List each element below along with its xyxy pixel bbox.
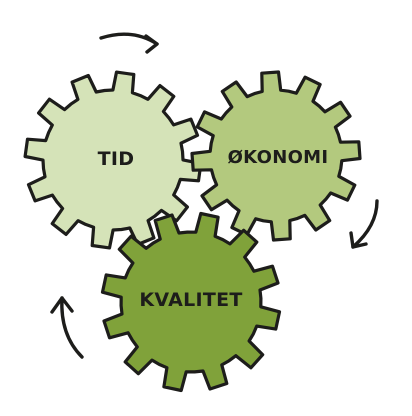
gear-kvalitet-shape [100,211,282,393]
gear-tid-label: TID [98,148,135,170]
curved-arrow-icon [349,199,379,249]
gear-okonomi-label: ØKONOMI [228,147,329,168]
gear-kvalitet-label: KVALITET [139,289,242,311]
curved-arrow-icon [50,296,84,359]
gear-okonomi: ØKONOMI [190,70,362,242]
gear-tid-shape [23,70,203,250]
curved-arrow-icon [99,32,159,54]
gear-okonomi-shape [190,70,362,242]
gear-tid: TID [23,70,203,250]
gear-kvalitet: KVALITET [100,211,282,393]
